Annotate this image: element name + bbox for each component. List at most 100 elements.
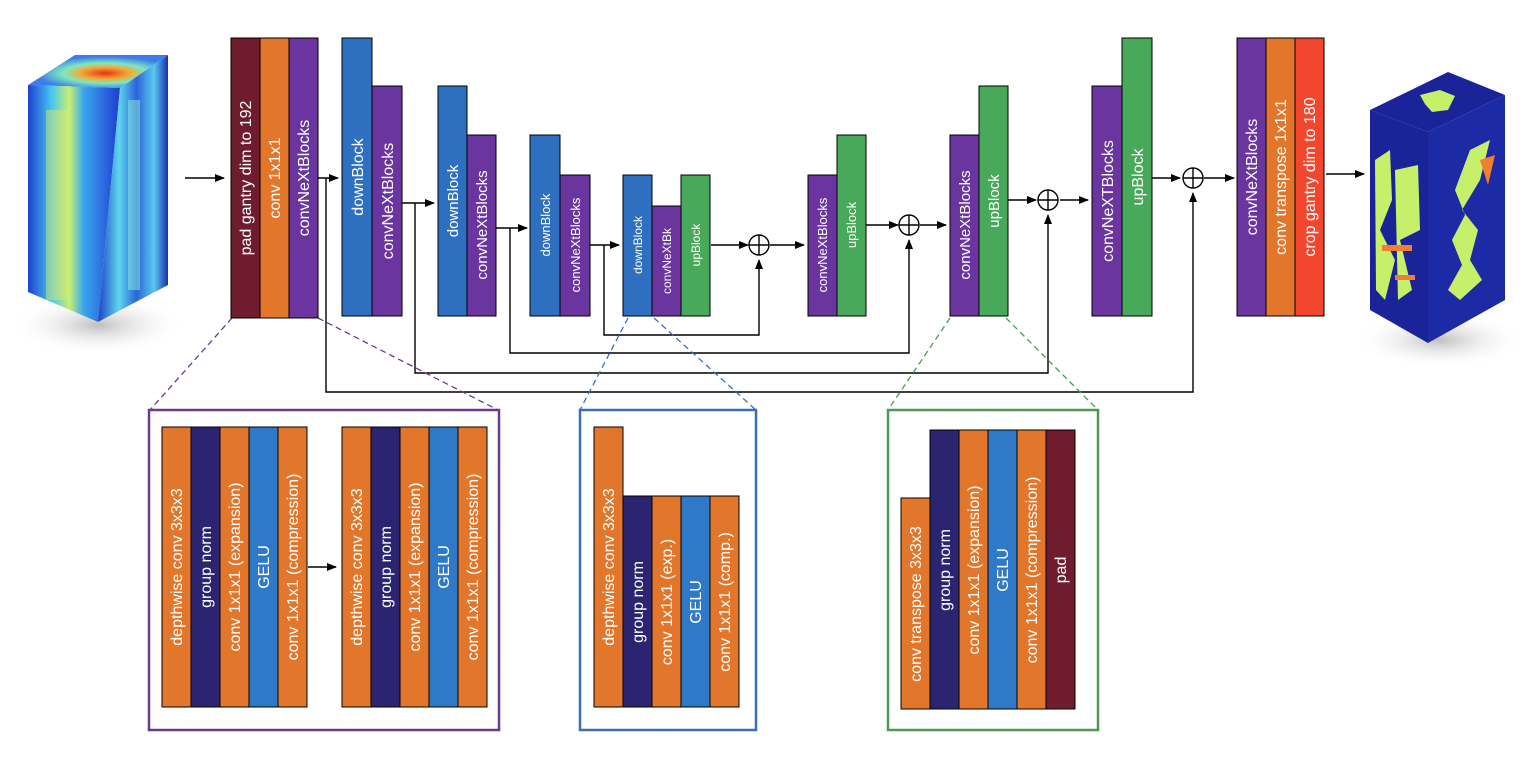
downblock-detail: depthwise conv 3x3x3 group norm conv 1x1… [593,426,740,708]
compression-conv-layer: conv 1x1x1 (compression) [1016,429,1047,710]
decoder-1: convNeXtBlocks upBlock [807,134,867,317]
compression-conv-layer: conv 1x1x1 (compression) [277,426,308,708]
pad-layer: pad gantry dim to 192 [230,37,261,319]
compression-conv-layer: conv 1x1x1 (comp.) [709,495,740,708]
downblock-layer: downBlock [622,174,653,317]
convnext-block-b: depthwise conv 3x3x3 group norm conv 1x1… [341,426,488,708]
depthwise-conv-label: depthwise conv 3x3x3 [349,488,366,646]
downblock-layer: downBlock [437,85,468,317]
gelu-layer: GELU [248,426,279,708]
sum-nodes [748,167,1204,256]
depthwise-conv-layer: depthwise conv 3x3x3 [593,426,624,708]
group-norm-label: group norm [198,526,215,608]
pad-label: pad gantry dim to 192 [238,101,255,256]
input-volume-image [10,55,186,355]
convnext-layer: convNeXtBlocks [288,37,319,319]
compression-conv-label: conv 1x1x1 (comp.) [717,532,734,672]
gelu-label: GELU [688,580,705,624]
upblock-layer: upBlock [978,85,1009,317]
encoder-1: downBlock convNeXtBlocks [341,37,403,317]
sum-node-1 [748,234,770,256]
downblock-label: downBlock [350,137,367,215]
downblock-detail-frame [578,408,758,732]
input-block: pad gantry dim to 192 conv 1x1x1 convNeX… [230,37,319,319]
group-norm-layer: group norm [190,426,221,708]
upblock-detail: conv transpose 3x3x3 group norm conv 1x1… [900,429,1076,710]
sum-node-3 [1037,189,1059,211]
expansion-conv-layer: conv 1x1x1 (expansion) [958,429,989,710]
convnext-block-a: depthwise conv 3x3x3 group norm conv 1x1… [161,426,308,708]
upblock-layer: upBlock [1121,37,1153,317]
convnext-layer: convNeXTBlocks [1091,85,1123,317]
expansion-conv-layer: conv 1x1x1 (expansion) [399,426,430,708]
main-pipeline: pad gantry dim to 192 conv 1x1x1 convNeX… [230,37,1325,319]
decoder-2: convNeXtBlocks upBlock [949,85,1009,317]
group-norm-label: group norm [937,529,954,611]
convnext-label: convNeXtBlocks [474,170,491,279]
upblock-label: upBlock [986,174,1003,228]
downblock-label: downBlock [631,215,645,274]
convnext-label: convNeXtBlocks [380,143,397,260]
encoder-2: downBlock convNeXtBlocks [437,85,497,317]
depthwise-conv-label: depthwise conv 3x3x3 [601,488,618,646]
gelu-label: GELU [436,545,453,589]
zoom-guides [149,317,1099,411]
conv-label: conv 1x1x1 [267,137,284,218]
compression-conv-label: conv 1x1x1 (compression) [1024,477,1041,664]
upblock-label: upBlock [844,201,859,248]
upblock-layer: upBlock [836,134,867,317]
crop-layer: crop gantry dim to 180 [1294,37,1325,317]
convnext-label: convNeXtBk [660,227,674,294]
pad-layer: pad [1045,429,1076,710]
downblock-label: downBlock [445,164,462,237]
depthwise-conv-layer: depthwise conv 3x3x3 [161,426,192,708]
expansion-conv-label: conv 1x1x1 (exp.) [659,539,676,665]
convnext-layer: convNeXtBlocks [1236,37,1267,317]
depthwise-conv-label: depthwise conv 3x3x3 [169,488,186,646]
pad-label: pad [1053,557,1070,584]
group-norm-label: group norm [378,526,395,608]
sum-node-2 [898,214,920,236]
group-norm-layer: group norm [929,429,960,710]
convnext-label: convNeXtBlocks [957,170,974,279]
downblock-layer: downBlock [341,37,373,317]
conv-layer: conv 1x1x1 [259,37,290,319]
compression-conv-layer: conv 1x1x1 (compression) [457,426,488,708]
convnext-label: convNeXtBlocks [568,197,583,292]
convnext-layer: convNeXtBlocks [559,174,591,317]
depthwise-conv-layer: depthwise conv 3x3x3 [341,426,372,708]
output-block: convNeXtBlocks conv transpose 1x1x1 crop… [1236,37,1325,317]
compression-conv-label: conv 1x1x1 (compression) [465,474,482,661]
convnext-layer: convNeXtBlocks [371,85,403,317]
conv-transpose-label: conv transpose 3x3x3 [908,526,925,682]
upblock-detail-frame [886,408,1100,732]
expansion-conv-label: conv 1x1x1 (expansion) [227,483,244,652]
output-volume-image [1355,72,1525,368]
gelu-layer: GELU [987,429,1018,710]
upblock-layer: upBlock [680,174,711,317]
convnext-detail: depthwise conv 3x3x3 group norm conv 1x1… [161,426,488,708]
convnext-detail-frame [147,408,501,732]
decoder-3: convNeXTBlocks upBlock [1091,37,1153,317]
gelu-layer: GELU [680,495,711,708]
convnext-layer: convNeXtBlocks [466,134,497,317]
downblock-label: downBlock [538,193,553,256]
connection-lines [185,170,1365,393]
conv-transpose-layer: conv transpose 3x3x3 [900,497,931,710]
group-norm-label: group norm [630,561,647,643]
conv-transpose-label: conv transpose 1x1x1 [1273,99,1290,255]
compression-conv-label: conv 1x1x1 (compression) [285,474,302,661]
group-norm-layer: group norm [622,495,653,708]
downblock-layer: downBlock [529,134,561,317]
crop-label: crop gantry dim to 180 [1302,97,1319,256]
gelu-layer: GELU [428,426,459,708]
upblock-label: upBlock [1130,148,1147,206]
expansion-conv-layer: conv 1x1x1 (expansion) [219,426,250,708]
encoder-3: downBlock convNeXtBlocks [529,134,591,317]
bottleneck: downBlock convNeXtBk upBlock [622,174,711,317]
group-norm-layer: group norm [370,426,401,708]
convnext-label: convNeXTBlocks [1100,140,1117,262]
convnext-layer: convNeXtBlocks [949,134,980,317]
